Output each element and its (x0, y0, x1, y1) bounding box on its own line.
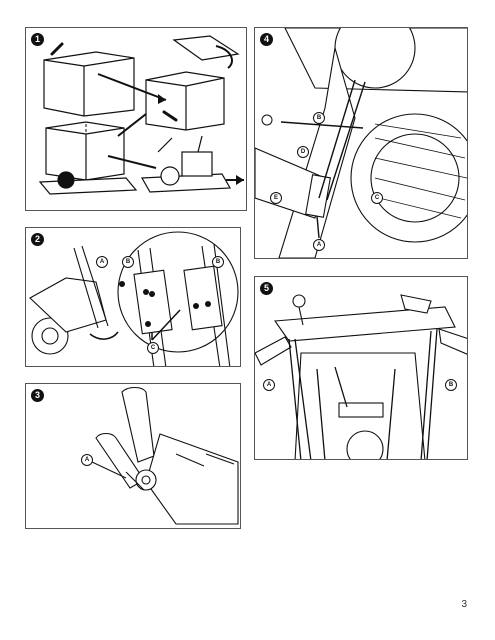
handle-bolts-illustration (29, 231, 239, 366)
handle-lever-illustration (91, 386, 239, 525)
callout-a: A (81, 454, 93, 466)
step-4-panel: 4 B D C E A (254, 27, 468, 259)
step-2-panel: 2 A B B C (25, 227, 241, 367)
step-2-badge: 2 (31, 233, 44, 246)
step-4-badge: 4 (260, 33, 273, 46)
page-number: 3 (461, 599, 467, 610)
callout-e: E (270, 192, 282, 204)
control-panel-illustration (255, 294, 467, 459)
callout-a: A (96, 256, 108, 268)
step-5-panel: 5 A B (254, 276, 468, 460)
callout-c: C (147, 342, 159, 354)
callout-d: D (297, 146, 309, 158)
step-3-badge: 3 (31, 389, 44, 402)
callout-b-right: B (212, 256, 224, 268)
unboxing-illustration (38, 35, 244, 195)
callout-a: A (313, 239, 325, 251)
callout-a: A (263, 379, 275, 391)
step-1-badge: 1 (31, 33, 44, 46)
callout-c: C (371, 192, 383, 204)
step-5-badge: 5 (260, 282, 273, 295)
callout-b: B (313, 112, 325, 124)
step-3-panel: 3 A (25, 383, 241, 529)
callout-b-left: B (122, 256, 134, 268)
step-1-panel: 1 (25, 27, 247, 211)
wheel-detail-illustration (255, 28, 467, 258)
callout-b: B (445, 379, 457, 391)
